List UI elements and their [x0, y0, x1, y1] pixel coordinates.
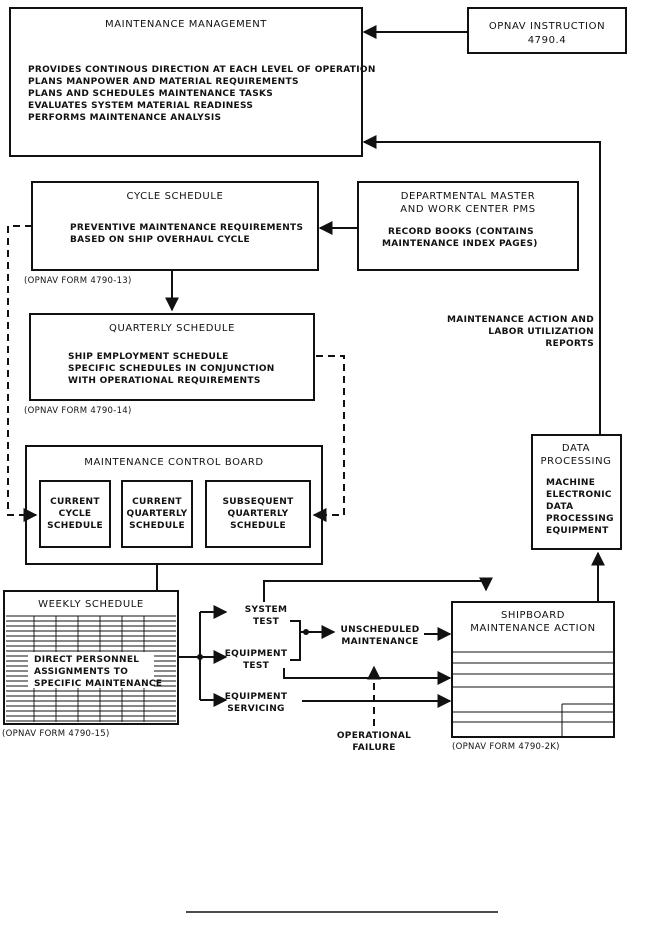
weekly-line1: DIRECT PERSONNEL — [34, 655, 139, 665]
shipboard-title2: MAINTENANCE ACTION — [470, 623, 595, 634]
current-quarterly-schedule-card — [121, 480, 193, 548]
departmental-master-title1: DEPARTMENTAL MASTER — [401, 191, 536, 202]
reports-label: MAINTENANCE ACTION AND LABOR UTILIZATION… — [447, 315, 594, 349]
cycle-schedule-title: CYCLE SCHEDULE — [127, 191, 224, 202]
quarterly-schedule-title: QUARTERLY SCHEDULE — [109, 323, 235, 334]
cycle-schedule-form: (OPNAV FORM 4790-13) — [24, 276, 132, 286]
departmental-master-line1: RECORD BOOKS (CONTAINS — [388, 227, 534, 237]
subsequent-quarterly-line1: SUBSEQUENT — [222, 497, 294, 507]
quarterly-schedule-line2: SPECIFIC SCHEDULES IN CONJUNCTION — [68, 364, 275, 374]
departmental-master-box: DEPARTMENTAL MASTER AND WORK CENTER PMS … — [357, 181, 579, 271]
weekly-schedule-form: (OPNAV FORM 4790-15) — [2, 729, 110, 739]
maintenance-control-board: MAINTENANCE CONTROL BOARD CURRENT CYCLE … — [25, 445, 323, 565]
quarterly-schedule-box: QUARTERLY SCHEDULE SHIP EMPLOYMENT SCHED… — [24, 313, 315, 416]
current-cycle-line3: SCHEDULE — [47, 521, 103, 531]
equipment-servicing-line2: SERVICING — [227, 704, 284, 714]
opnav-instruction-line1: OPNAV INSTRUCTION — [489, 21, 605, 32]
mm-line-2: PLANS MANPOWER AND MATERIAL REQUIREMENTS — [28, 77, 299, 87]
departmental-master-line2: MAINTENANCE INDEX PAGES) — [382, 239, 538, 249]
arrow-system-test-to-shipboard — [263, 577, 493, 602]
cycle-schedule-line1: PREVENTIVE MAINTENANCE REQUIREMENTS — [70, 223, 303, 233]
data-processing-line2: ELECTRONIC — [546, 490, 612, 500]
cycle-schedule-line2: BASED ON SHIP OVERHAUL CYCLE — [70, 235, 250, 245]
maintenance-management-box: MAINTENANCE MANAGEMENT PROVIDES CONTINOU… — [9, 7, 376, 157]
arrow-equipment-test-to-shipboard — [283, 668, 452, 685]
subsequent-quarterly-line3: SCHEDULE — [230, 521, 286, 531]
reports-line2: LABOR UTILIZATION — [488, 327, 594, 337]
current-quarterly-line3: SCHEDULE — [129, 521, 185, 531]
unscheduled-line2: MAINTENANCE — [341, 637, 418, 647]
quarterly-schedule-line3: WITH OPERATIONAL REQUIREMENTS — [68, 376, 261, 386]
mm-line-1: PROVIDES CONTINOUS DIRECTION AT EACH LEV… — [28, 65, 376, 75]
subsequent-quarterly-line2: QUARTERLY — [228, 509, 289, 519]
quarterly-schedule-form: (OPNAV FORM 4790-14) — [24, 406, 132, 416]
unscheduled-line1: UNSCHEDULED — [340, 625, 419, 635]
quarterly-schedule-line1: SHIP EMPLOYMENT SCHEDULE — [68, 352, 229, 362]
connector-system-test-merge — [290, 620, 330, 633]
maintenance-management-title: MAINTENANCE MANAGEMENT — [105, 19, 267, 30]
connector-equipment-test-merge — [290, 632, 301, 661]
operational-failure-line2: FAILURE — [352, 743, 395, 753]
shipboard-form: (OPNAV FORM 4790-2K) — [452, 742, 560, 752]
equipment-test-line1: EQUIPMENT — [225, 649, 288, 659]
data-processing-line3: DATA — [546, 502, 573, 512]
weekly-schedule-box: WEEKLY SCHEDULE DIRECT PERSONNEL ASSIGNM… — [2, 590, 179, 739]
data-processing-line4: PROCESSING — [546, 514, 614, 524]
current-cycle-line2: CYCLE — [59, 509, 92, 519]
current-cycle-line1: CURRENT — [50, 497, 100, 507]
mm-line-5: PERFORMS MAINTENANCE ANALYSIS — [28, 113, 221, 123]
mm-line-3: PLANS AND SCHEDULES MAINTENANCE TASKS — [28, 89, 273, 99]
equipment-test-line2: TEST — [243, 661, 270, 671]
operational-failure-line1: OPERATIONAL — [337, 731, 411, 741]
departmental-master-title2: AND WORK CENTER PMS — [400, 204, 535, 215]
weekly-line3: SPECIFIC MAINTENANCE — [34, 679, 162, 689]
reports-line1: MAINTENANCE ACTION AND — [447, 315, 594, 325]
weekly-text-backdrop — [28, 652, 154, 688]
shipboard-maintenance-action-box: SHIPBOARD MAINTENANCE ACTION (OPNAV FORM… — [451, 601, 615, 752]
control-board-title: MAINTENANCE CONTROL BOARD — [84, 457, 264, 468]
arrow-reports-to-management — [362, 135, 601, 435]
mm-line-4: EVALUATES SYSTEM MATERIAL READINESS — [28, 101, 253, 111]
dashed-link-quarterly-to-subsequent — [312, 355, 345, 522]
data-processing-title1: DATA — [562, 443, 590, 454]
subsequent-quarterly-schedule-card — [205, 480, 311, 548]
system-test-line2: TEST — [253, 617, 280, 627]
opnav-instruction-line2: 4790.4 — [528, 35, 567, 46]
data-processing-title2: PROCESSING — [540, 456, 611, 467]
weekly-line2: ASSIGNMENTS TO — [34, 667, 128, 677]
equipment-servicing-line1: EQUIPMENT — [225, 692, 288, 702]
data-processing-box: DATA PROCESSING MACHINE ELECTRONIC DATA … — [531, 434, 622, 550]
system-test-line1: SYSTEM — [245, 605, 288, 615]
data-processing-line1: MACHINE — [546, 478, 595, 488]
data-processing-line5: EQUIPMENT — [546, 526, 609, 536]
reports-line3: REPORTS — [545, 339, 594, 349]
dashed-link-cycle-to-current-cycle — [7, 225, 38, 522]
current-quarterly-line2: QUARTERLY — [127, 509, 188, 519]
weekly-schedule-title: WEEKLY SCHEDULE — [38, 599, 144, 610]
shipboard-title1: SHIPBOARD — [501, 610, 565, 621]
current-cycle-schedule-card — [39, 480, 111, 548]
cycle-schedule-box: CYCLE SCHEDULE PREVENTIVE MAINTENANCE RE… — [24, 181, 319, 286]
opnav-instruction-box: OPNAV INSTRUCTION 4790.4 — [467, 7, 627, 54]
current-quarterly-line1: CURRENT — [132, 497, 182, 507]
